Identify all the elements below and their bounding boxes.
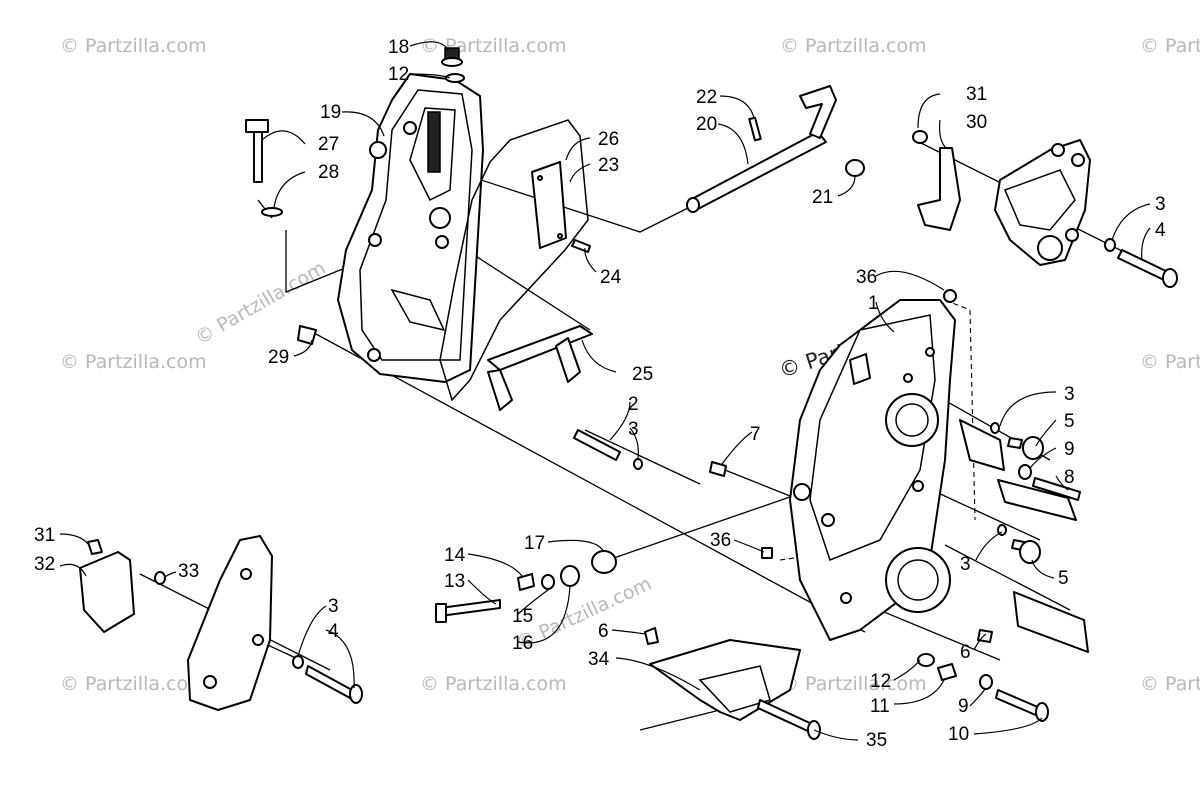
callout-12-bottom: 12 [870, 671, 891, 692]
callout-35: 35 [866, 730, 887, 751]
watermark: © Partzilla.com [1140, 351, 1200, 373]
callout-9-right: 9 [1064, 439, 1075, 460]
watermark: © Partzilla.com [780, 35, 927, 57]
callout-28: 28 [318, 162, 339, 183]
callout-33: 33 [178, 561, 199, 582]
callout-36-top: 36 [856, 267, 877, 288]
callout-27: 27 [318, 134, 339, 155]
callout-20: 20 [696, 114, 717, 135]
callout-21: 21 [812, 187, 833, 208]
callout-18: 18 [388, 37, 409, 58]
top-right-bracket [912, 130, 1091, 266]
callout-2: 2 [628, 394, 639, 415]
callout-6-bottom: 6 [598, 621, 609, 642]
callout-31-left: 31 [34, 525, 55, 546]
callout-8: 8 [1064, 467, 1075, 488]
callout-15: 15 [512, 606, 533, 627]
watermark: © Partzilla.com [60, 351, 207, 373]
right-upper-bolt [1104, 238, 1178, 288]
callout-22: 22 [696, 87, 717, 108]
callout-11: 11 [870, 696, 890, 717]
callout-5-right-a: 5 [1064, 411, 1075, 432]
callout-3-upper-right: 3 [1155, 194, 1166, 215]
chaincase-cover [337, 73, 484, 383]
main-housing [789, 289, 1005, 641]
watermark: © Partzilla.com [420, 35, 567, 57]
watermark: © Partzilla.com [780, 673, 927, 695]
callout-31-top: 31 [966, 84, 987, 105]
callout-1: 1 [868, 293, 879, 314]
watermark: © Partzilla.com [420, 673, 567, 695]
callout-36-mid: 36 [710, 530, 731, 551]
callout-25: 25 [632, 364, 653, 385]
callout-9-bottom: 9 [958, 696, 969, 717]
callout-4-left: 4 [328, 621, 339, 642]
watermark: © Partzilla.com [60, 35, 207, 57]
callout-7: 7 [750, 424, 761, 445]
mid-hardware [297, 325, 727, 477]
callout-5-right-b: 5 [1058, 568, 1069, 589]
callout-3-mid: 3 [628, 419, 639, 440]
callout-12-top: 12 [388, 64, 409, 85]
watermark: © Partzilla.com [1140, 35, 1200, 57]
leader-lines [59, 41, 1151, 741]
callout-23: 23 [598, 155, 619, 176]
callout-labels: 18 12 19 27 28 22 20 21 26 23 24 25 29 3… [34, 37, 1166, 751]
callout-6-right: 6 [960, 642, 971, 663]
dipstick [245, 119, 283, 217]
tensioner-bracket [487, 325, 593, 411]
watermark: © Partzilla.com [60, 673, 207, 695]
callout-29: 29 [268, 347, 289, 368]
slide-block [644, 627, 821, 740]
callout-16: 16 [512, 633, 533, 654]
callout-26: 26 [598, 129, 619, 150]
callout-10: 10 [948, 724, 969, 745]
callout-3-left: 3 [328, 596, 339, 617]
callout-3-right-b: 3 [960, 554, 971, 575]
screw [571, 239, 591, 253]
splined-shafts [997, 479, 1089, 653]
callout-3-right-a: 3 [1064, 384, 1075, 405]
shift-shaft [686, 85, 865, 213]
gasket [439, 119, 589, 402]
callout-17: 17 [524, 533, 545, 554]
watermark: © Partzilla.com [1140, 673, 1200, 695]
callout-34: 34 [588, 649, 610, 670]
callout-32: 32 [34, 554, 55, 575]
drain-plug [441, 47, 465, 83]
callout-4-upper-right: 4 [1155, 220, 1166, 241]
lower-left-assembly [79, 535, 363, 711]
callout-30: 30 [966, 112, 987, 133]
callout-13: 13 [444, 571, 465, 592]
callout-24: 24 [600, 267, 622, 288]
callout-19: 19 [320, 102, 341, 123]
callout-14: 14 [444, 545, 466, 566]
